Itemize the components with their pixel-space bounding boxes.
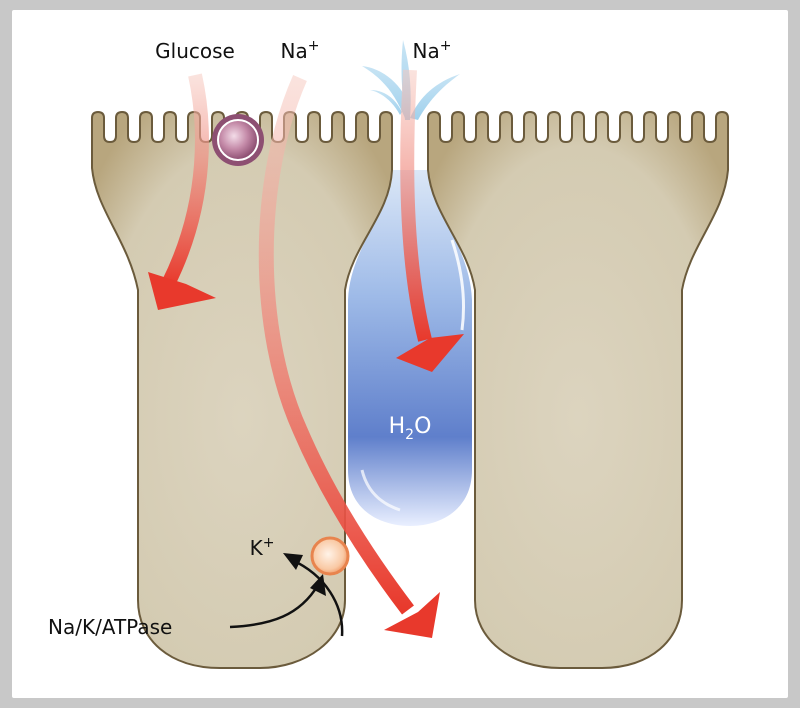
na-label-left: Na+ bbox=[281, 38, 320, 63]
pump-label: Na/K/ATPase bbox=[48, 615, 172, 639]
k-arrow bbox=[291, 558, 344, 637]
pump-pointer-head bbox=[310, 574, 326, 596]
water-highlight-2 bbox=[360, 469, 401, 512]
na-label-right: Na+ bbox=[413, 38, 452, 63]
glucose-arrow bbox=[161, 73, 209, 288]
na-k-pump bbox=[310, 536, 350, 576]
na-arrow-right-head bbox=[396, 334, 464, 372]
glucose-transporter-inner bbox=[217, 119, 259, 161]
glucose-label: Glucose bbox=[155, 39, 235, 63]
na-arrow-right bbox=[400, 69, 432, 342]
k-label: K+ bbox=[250, 535, 275, 560]
k-arrow-head bbox=[283, 553, 303, 570]
right-cell bbox=[427, 110, 729, 669]
water-highlight bbox=[450, 239, 465, 331]
pump-pointer-arrow bbox=[229, 584, 320, 629]
glucose-arrow-head bbox=[148, 272, 216, 310]
water-label: H2O bbox=[389, 414, 432, 443]
water-column bbox=[348, 170, 472, 526]
na-arrow-left-head bbox=[384, 592, 440, 638]
na-arrow-left bbox=[258, 74, 414, 615]
